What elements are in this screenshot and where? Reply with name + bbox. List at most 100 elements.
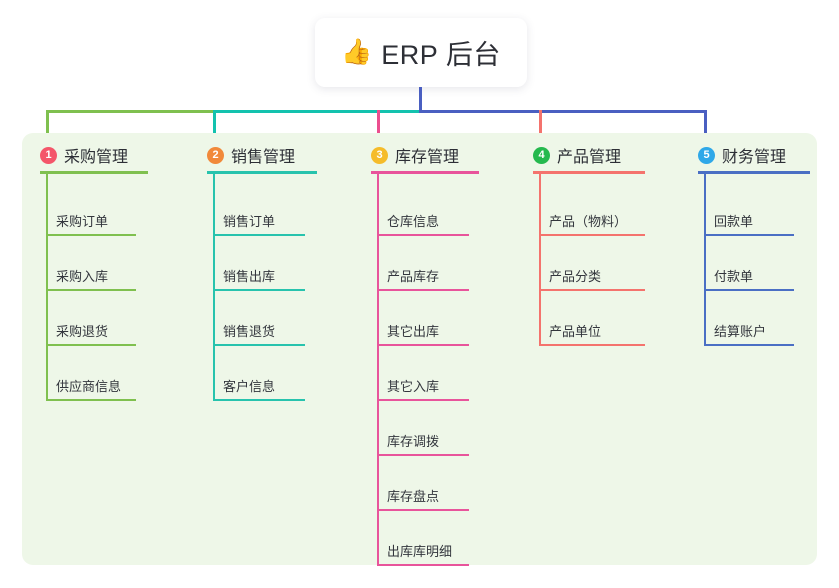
leaf-node[interactable]: 产品分类 [539, 236, 645, 291]
leaf-node-label: 销售退货 [223, 324, 276, 339]
leaf-node[interactable]: 产品（物料） [539, 181, 645, 236]
branch-header-2[interactable]: 2 销售管理 [207, 143, 295, 167]
branch-header-1[interactable]: 1 采购管理 [40, 143, 128, 167]
leaf-node[interactable]: 库存调拨 [377, 401, 469, 456]
leaf-node-label: 采购入库 [56, 269, 109, 284]
leaf-node[interactable]: 销售退货 [213, 291, 305, 346]
branch-drop-2 [213, 110, 216, 155]
leaf-node-rule [539, 234, 645, 236]
leaf-node-rule [46, 344, 136, 346]
leaf-node-rule [377, 344, 469, 346]
leaf-node-rule [213, 234, 305, 236]
leaf-node[interactable]: 产品单位 [539, 291, 645, 346]
leaf-node[interactable]: 出库库明细 [377, 511, 469, 566]
leaf-node-rule [213, 289, 305, 291]
leaf-node-label: 库存盘点 [387, 489, 440, 504]
branch-drop-3 [377, 110, 380, 155]
root-stem [419, 87, 422, 110]
leaf-node[interactable]: 采购退货 [46, 291, 136, 346]
leaf-node-label: 其它出库 [387, 324, 440, 339]
leaf-node-rule [46, 234, 136, 236]
leaf-node-rule [377, 454, 469, 456]
branch-column-1: 1 采购管理采购订单采购入库采购退货供应商信息 [40, 133, 158, 565]
branch-drop-4 [539, 110, 542, 155]
leaf-node-label: 产品分类 [549, 269, 602, 284]
branch-trunk-1 [46, 174, 48, 401]
leaf-node[interactable]: 其它入库 [377, 346, 469, 401]
branch-title-4: 产品管理 [557, 149, 622, 166]
leaf-node-label: 回款单 [714, 214, 754, 229]
root-node-card[interactable]: 👍 ERP 后台 [315, 18, 527, 87]
branch-column-4: 4 产品管理产品（物料） 产品分类产品单位 [533, 133, 651, 565]
leaf-node[interactable]: 回款单 [704, 181, 794, 236]
leaf-node-label: 付款单 [714, 269, 754, 284]
trunk-bar-segment-2 [213, 110, 419, 113]
branch-header-rule-2 [207, 171, 317, 174]
branch-title-1: 采购管理 [64, 149, 129, 166]
leaf-node[interactable]: 采购入库 [46, 236, 136, 291]
leaf-node-label: 采购退货 [56, 324, 109, 339]
leaf-node-label: 供应商信息 [56, 379, 122, 394]
branch-header-rule-5 [698, 171, 810, 174]
leaf-node-rule [704, 289, 794, 291]
leaf-node-label: 出库库明细 [387, 544, 453, 559]
leaf-node[interactable]: 销售出库 [213, 236, 305, 291]
leaf-node-rule [704, 234, 794, 236]
root-node-content: 👍 ERP 后台 [341, 33, 501, 72]
leaf-node-label: 销售出库 [223, 269, 276, 284]
leaf-node-rule [46, 399, 136, 401]
leaf-node-rule [539, 289, 645, 291]
branch-header-rule-4 [533, 171, 645, 174]
branch-trunk-3 [377, 174, 379, 566]
leaf-node-label: 销售订单 [223, 214, 276, 229]
branch-number-badge-4: 4 [533, 146, 550, 164]
branch-trunk-2 [213, 174, 215, 401]
leaf-node-rule [213, 344, 305, 346]
leaf-node-label: 结算账户 [714, 324, 767, 339]
leaf-node-rule [377, 399, 469, 401]
leaf-node[interactable]: 供应商信息 [46, 346, 136, 401]
leaf-node-rule [539, 344, 645, 346]
branch-number-badge-1: 1 [40, 146, 57, 164]
leaf-node-rule [704, 344, 794, 346]
thumbs-up-icon: 👍 [341, 38, 373, 66]
branch-title-3: 库存管理 [395, 149, 460, 166]
leaf-node-label: 采购订单 [56, 214, 109, 229]
branch-title-5: 财务管理 [722, 149, 787, 166]
branch-number-badge-2: 2 [207, 146, 224, 164]
branch-drop-1 [46, 110, 49, 155]
leaf-node[interactable]: 库存盘点 [377, 456, 469, 511]
branch-header-rule-1 [40, 171, 148, 174]
leaf-node-label: 产品（物料） [549, 214, 628, 229]
branch-header-4[interactable]: 4 产品管理 [533, 143, 621, 167]
leaf-node-rule [377, 289, 469, 291]
leaf-node[interactable]: 仓库信息 [377, 181, 469, 236]
branch-trunk-4 [539, 174, 541, 346]
leaf-node[interactable]: 其它出库 [377, 291, 469, 346]
leaf-node-rule [213, 399, 305, 401]
leaf-node-label: 其它入库 [387, 379, 440, 394]
branch-drop-5 [704, 110, 707, 155]
leaf-node-rule [46, 289, 136, 291]
leaf-node[interactable]: 客户信息 [213, 346, 305, 401]
page-title: ERP 后台 [381, 40, 501, 70]
branch-trunk-5 [704, 174, 706, 346]
leaf-node-rule [377, 509, 469, 511]
leaf-node[interactable]: 产品库存 [377, 236, 469, 291]
leaf-node[interactable]: 结算账户 [704, 291, 794, 346]
leaf-node-label: 产品库存 [387, 269, 440, 284]
leaf-node-label: 产品单位 [549, 324, 602, 339]
leaf-node-rule [377, 564, 469, 566]
leaf-node[interactable]: 付款单 [704, 236, 794, 291]
leaf-node-label: 仓库信息 [387, 214, 440, 229]
leaf-node-label: 客户信息 [223, 379, 276, 394]
leaf-node[interactable]: 采购订单 [46, 181, 136, 236]
branch-title-2: 销售管理 [231, 149, 296, 166]
leaf-node[interactable]: 销售订单 [213, 181, 305, 236]
trunk-bar-segment-1 [46, 110, 213, 113]
